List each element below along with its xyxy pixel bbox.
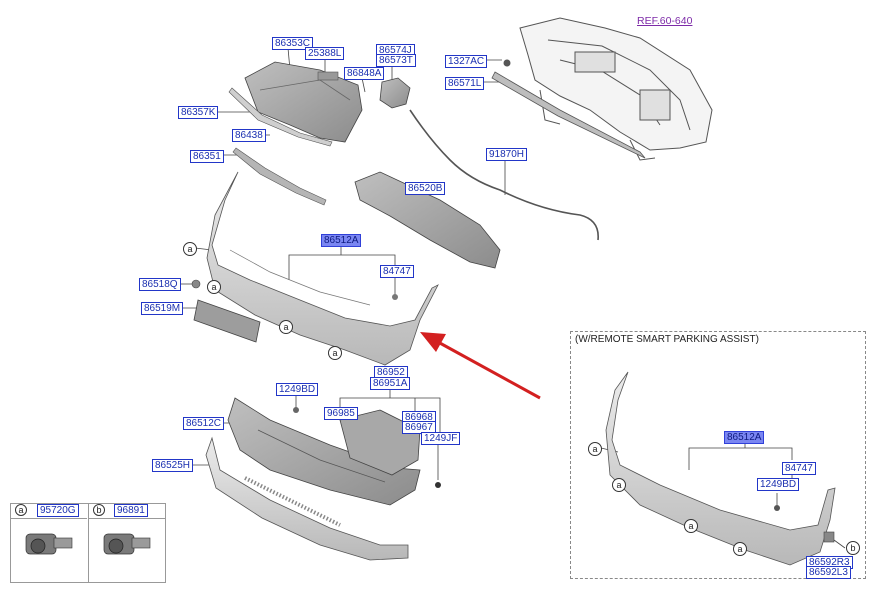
inset-callout-b: b [846, 541, 860, 555]
ref-link[interactable]: REF.60-640 [637, 15, 693, 27]
callout-a-2: a [207, 280, 221, 294]
grille-insert-86951a[interactable] [339, 409, 421, 476]
lower-bumper-frame-86512c[interactable] [227, 397, 421, 506]
part-label-1327ac[interactable]: 1327AC [445, 55, 488, 68]
part-label-84747[interactable]: 84747 [380, 265, 414, 278]
legend-cell-b [88, 504, 165, 582]
clip-1327ac[interactable] [503, 59, 511, 67]
part-label-86951a[interactable]: 86951A [370, 377, 411, 390]
inset-screw-1249bd[interactable] [774, 505, 780, 511]
front-bumper-cover-86512a[interactable] [206, 171, 439, 366]
part-label-86512c[interactable]: 86512C [183, 417, 225, 430]
callout-a-1: a [183, 242, 197, 256]
callout-a-3: a [279, 320, 293, 334]
inset-callout-a-4: a [733, 542, 747, 556]
part-label-1249jf[interactable]: 1249JF [421, 432, 461, 445]
part-label-96891[interactable]: 96891 [114, 504, 148, 517]
callout-a-4: a [328, 346, 342, 360]
license-plate-bracket-86519m[interactable] [193, 299, 261, 343]
part-label-86438[interactable]: 86438 [232, 129, 266, 142]
part-label-86357k[interactable]: 86357K [178, 106, 219, 119]
sensor-bracket-86574j[interactable] [379, 77, 411, 109]
part-label-86353c[interactable]: 86353C [272, 37, 314, 50]
screw-1249jf[interactable] [435, 482, 441, 488]
lower-skid-plate-86525h[interactable] [205, 436, 409, 561]
part-label-86512a[interactable]: 86512A [321, 234, 362, 247]
part-label-86519m[interactable]: 86519M [141, 302, 184, 315]
upper-grille-cover[interactable] [244, 61, 363, 143]
screw-1249bd[interactable] [293, 407, 299, 413]
legend-box [10, 503, 166, 583]
part-label-86351[interactable]: 86351 [190, 150, 224, 163]
part-label-25388l[interactable]: 25388L [305, 47, 345, 60]
part-label-95720g[interactable]: 95720G [37, 504, 79, 517]
part-label-86573t[interactable]: 86573T [376, 54, 416, 67]
upper-trim-strip[interactable] [491, 71, 646, 159]
seal-strip-86357k[interactable] [228, 87, 333, 147]
radiator-support-frame[interactable] [519, 17, 713, 161]
fastener-84747[interactable] [392, 294, 398, 300]
part-label-86518q[interactable]: 86518Q [139, 278, 181, 291]
inset-part-label-84747[interactable]: 84747 [782, 462, 816, 475]
pointer-arrow [420, 332, 541, 400]
inset-panel [570, 331, 866, 579]
part-label-96985[interactable]: 96985 [324, 407, 358, 420]
part-label-86848a[interactable]: 86848A [344, 67, 385, 80]
inset-callout-a-2: a [612, 478, 626, 492]
part-label-86571l[interactable]: 86571L [445, 77, 485, 90]
part-label-91870h[interactable]: 91870H [486, 148, 528, 161]
legend-callout-a: a [15, 504, 27, 516]
sensor-86518q[interactable] [191, 279, 201, 289]
legend-sensor-b-image [103, 533, 151, 555]
inset-callout-a-1: a [588, 442, 602, 456]
inset-part-label-86592l3[interactable]: 86592L3 [806, 566, 851, 579]
inset-part-label-86592r3[interactable]: 86592R3 [806, 556, 853, 569]
part-label-86520b[interactable]: 86520B [405, 182, 446, 195]
part-label-1249bd[interactable]: 1249BD [276, 383, 319, 396]
wiring-harness-91870h[interactable] [409, 109, 599, 241]
part-label-86525h[interactable]: 86525H [152, 459, 194, 472]
part-label-86967[interactable]: 86967 [402, 421, 436, 434]
inset-sensor-bracket[interactable] [823, 531, 835, 543]
legend-callout-b: b [93, 504, 105, 516]
inset-part-label-1249bd[interactable]: 1249BD [757, 478, 800, 491]
garnish-strip-86351[interactable] [232, 147, 327, 206]
legend-cell-a [11, 504, 87, 582]
inset-part-label-86512a[interactable]: 86512A [724, 431, 765, 444]
inset-title: (W/REMOTE SMART PARKING ASSIST) [575, 334, 759, 345]
legend-sensor-a-image [25, 533, 73, 555]
inset-callout-a-3: a [684, 519, 698, 533]
